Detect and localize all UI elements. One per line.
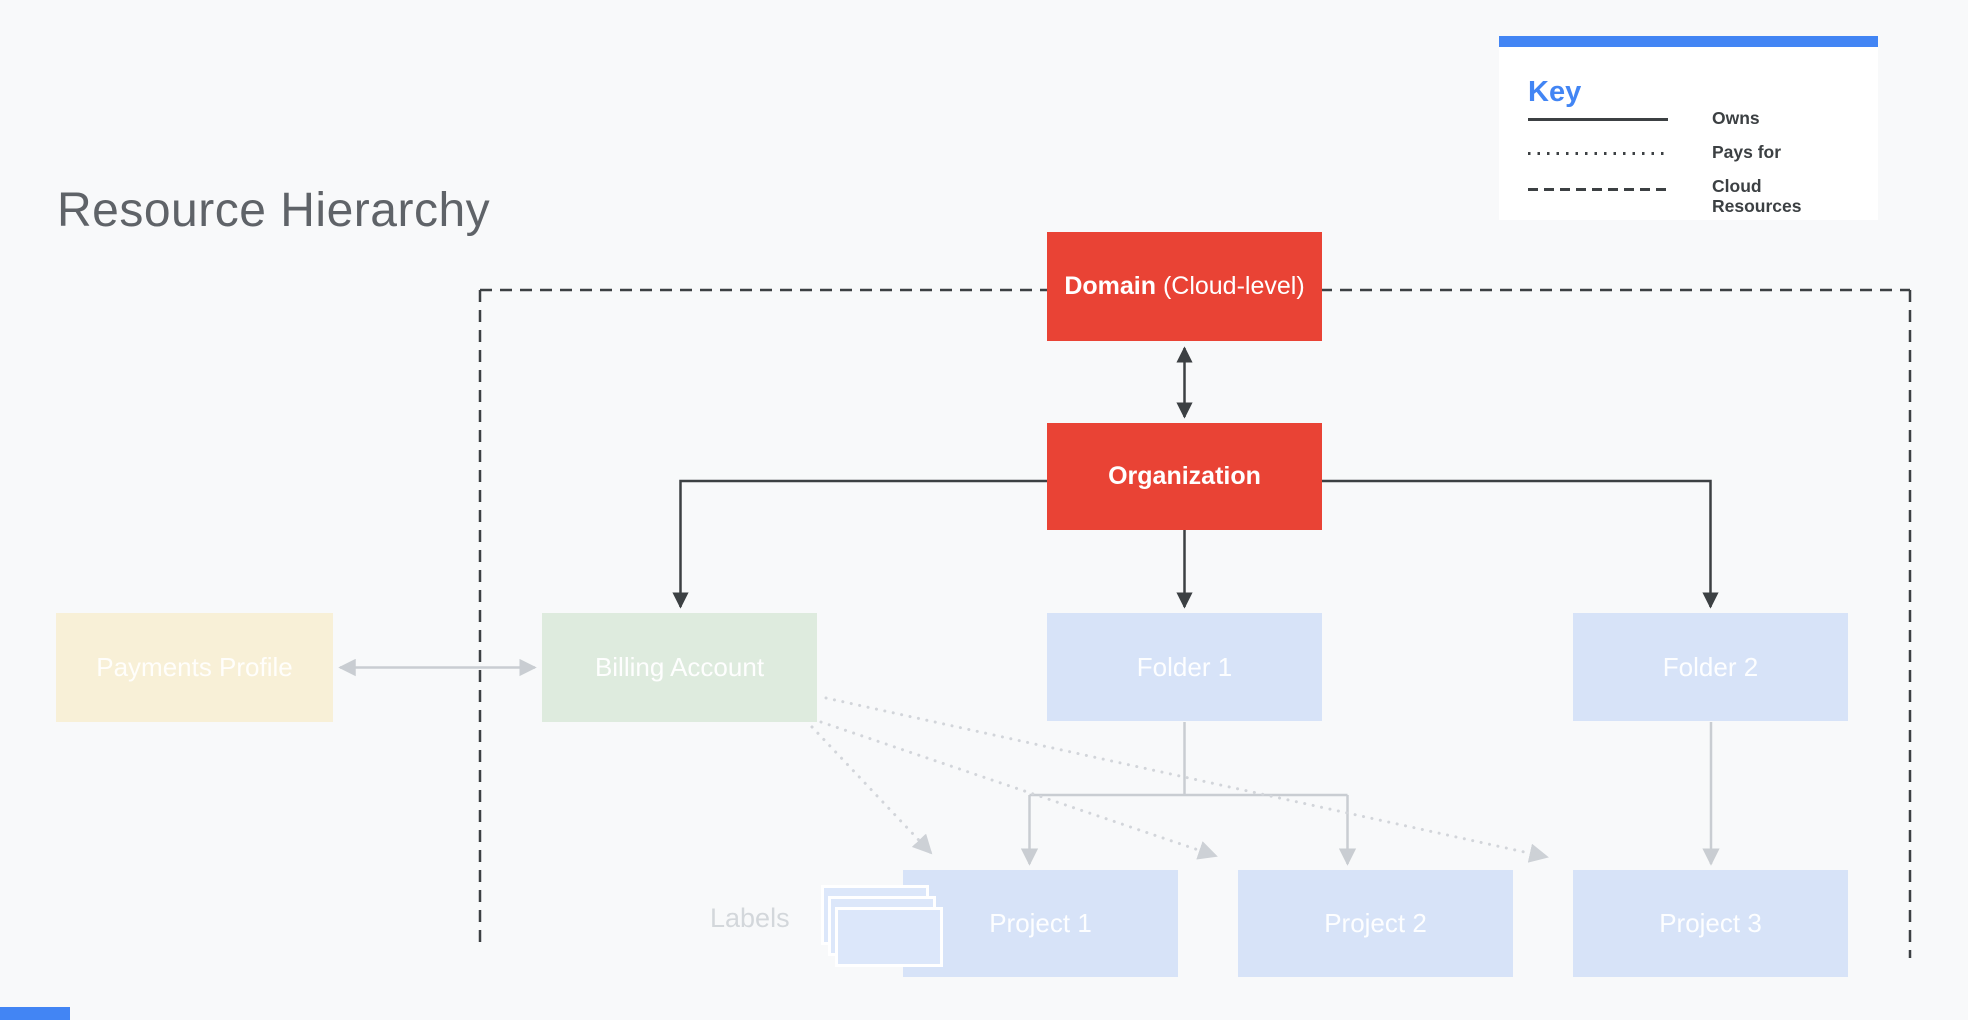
node-domain: Domain (Cloud-level) [1047,232,1322,341]
labels-annotation: Labels [710,903,790,933]
page-edge-accent-bar [0,1007,70,1020]
node-organization-label: Organization [1108,462,1261,490]
legend-label-owns: Owns [1712,108,1760,128]
owns-arrows [672,346,1719,609]
legend-dashed-line-swatch [1528,188,1668,191]
node-billing-account: Billing Account [542,613,817,722]
arrow-billing-project3 [824,696,1549,863]
legend-accent-bar [1499,36,1878,47]
arrow-billing-project1 [810,725,933,855]
node-billing-account-label: Billing Account [594,652,765,682]
legend-key-box: Key Owns Pays for Cloud Resources [1499,36,1878,220]
legend-label-pays-for: Pays for [1712,142,1782,162]
node-folder-2-label: Folder 2 [1662,651,1759,682]
node-domain-label: Domain (Cloud-level) [1064,272,1305,300]
arrow-organization-folder2 [1322,479,1719,609]
node-project-1-label: Project 1 [989,908,1092,938]
legend-dotted-line-swatch [1528,152,1668,155]
legend-solid-line-swatch [1528,118,1668,121]
node-project-3: Project 3 [1573,870,1848,977]
cloud-resources-boundary [478,288,1912,958]
node-project-2: Project 2 [1238,870,1513,977]
gray-arrows [338,658,1720,866]
arrow-organization-billing [672,479,1047,609]
pays-for-arrows [810,696,1549,863]
node-organization: Organization [1047,423,1322,530]
node-project-1: Project 1 [903,870,1178,977]
node-payments-profile-label: Payments Profile [96,652,293,682]
labels-cards-icon [821,885,961,977]
node-folder-1: Folder 1 [1047,613,1322,721]
node-folder-1-label: Folder 1 [1136,651,1233,682]
node-project-2-label: Project 2 [1324,908,1427,938]
page-title: Resource Hierarchy [57,184,491,237]
node-folder-2: Folder 2 [1573,613,1848,721]
label-card-front [835,907,943,967]
legend-label-cloud-resources: Cloud Resources [1712,176,1802,216]
legend-title: Key [1528,76,1582,108]
node-payments-profile: Payments Profile [56,613,333,722]
arrow-billing-project2 [819,720,1218,860]
node-project-3-label: Project 3 [1659,908,1762,938]
